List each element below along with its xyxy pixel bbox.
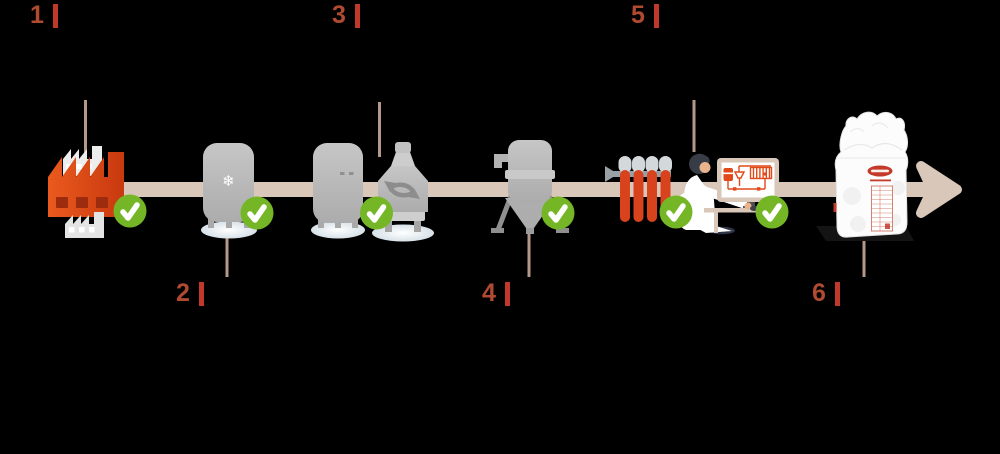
label-bar (354, 4, 360, 28)
operator-face (699, 162, 711, 173)
connector-line-2 (225, 234, 229, 277)
check-icon-6 (755, 195, 789, 229)
step-number: 2 (176, 279, 190, 307)
step-number: 3 (332, 1, 346, 29)
label-bar (198, 282, 204, 306)
bag-label-table (871, 185, 893, 232)
cooling-tank-icon: ❄ (201, 143, 257, 239)
step-label-4: 4 (482, 281, 510, 306)
check-icon-2 (240, 196, 274, 230)
check-icon-5 (659, 195, 693, 229)
operator-hand (744, 202, 752, 210)
label-bar (653, 4, 659, 28)
check-icon-3 (360, 196, 393, 230)
step-number: 6 (812, 279, 826, 307)
schematic-icon (723, 165, 773, 191)
label-bar (834, 282, 840, 306)
desk (704, 208, 762, 213)
step-number: 1 (30, 1, 44, 29)
connector-line-1 (84, 100, 87, 153)
step-number: 4 (482, 279, 496, 307)
connector-line-3 (378, 102, 381, 157)
connector-line-6 (862, 241, 866, 277)
step-number: 5 (631, 1, 645, 29)
product-bag-icon (816, 111, 914, 241)
step-label-1: 1 (30, 3, 58, 28)
step-label-6: 6 (812, 281, 840, 306)
label-bar (504, 282, 510, 306)
snowflake-icon: ❄ (222, 172, 235, 190)
factory-icon (48, 146, 124, 238)
control-workstation-icon (676, 153, 779, 235)
radiator-icon (605, 156, 672, 222)
flow-arrow-icon (916, 161, 962, 218)
step-label-2: 2 (176, 281, 204, 306)
step-label-3: 3 (332, 3, 360, 28)
step-label-5: 5 (631, 3, 659, 28)
connector-line-4 (527, 233, 531, 277)
mixing-vessels-icon (311, 142, 434, 242)
monitor-stand (747, 199, 755, 208)
recycle-icon (384, 181, 420, 199)
label-bar (52, 4, 58, 28)
connector-line-5 (692, 100, 696, 152)
check-icon-4 (541, 196, 575, 230)
check-icon-1 (113, 194, 147, 228)
